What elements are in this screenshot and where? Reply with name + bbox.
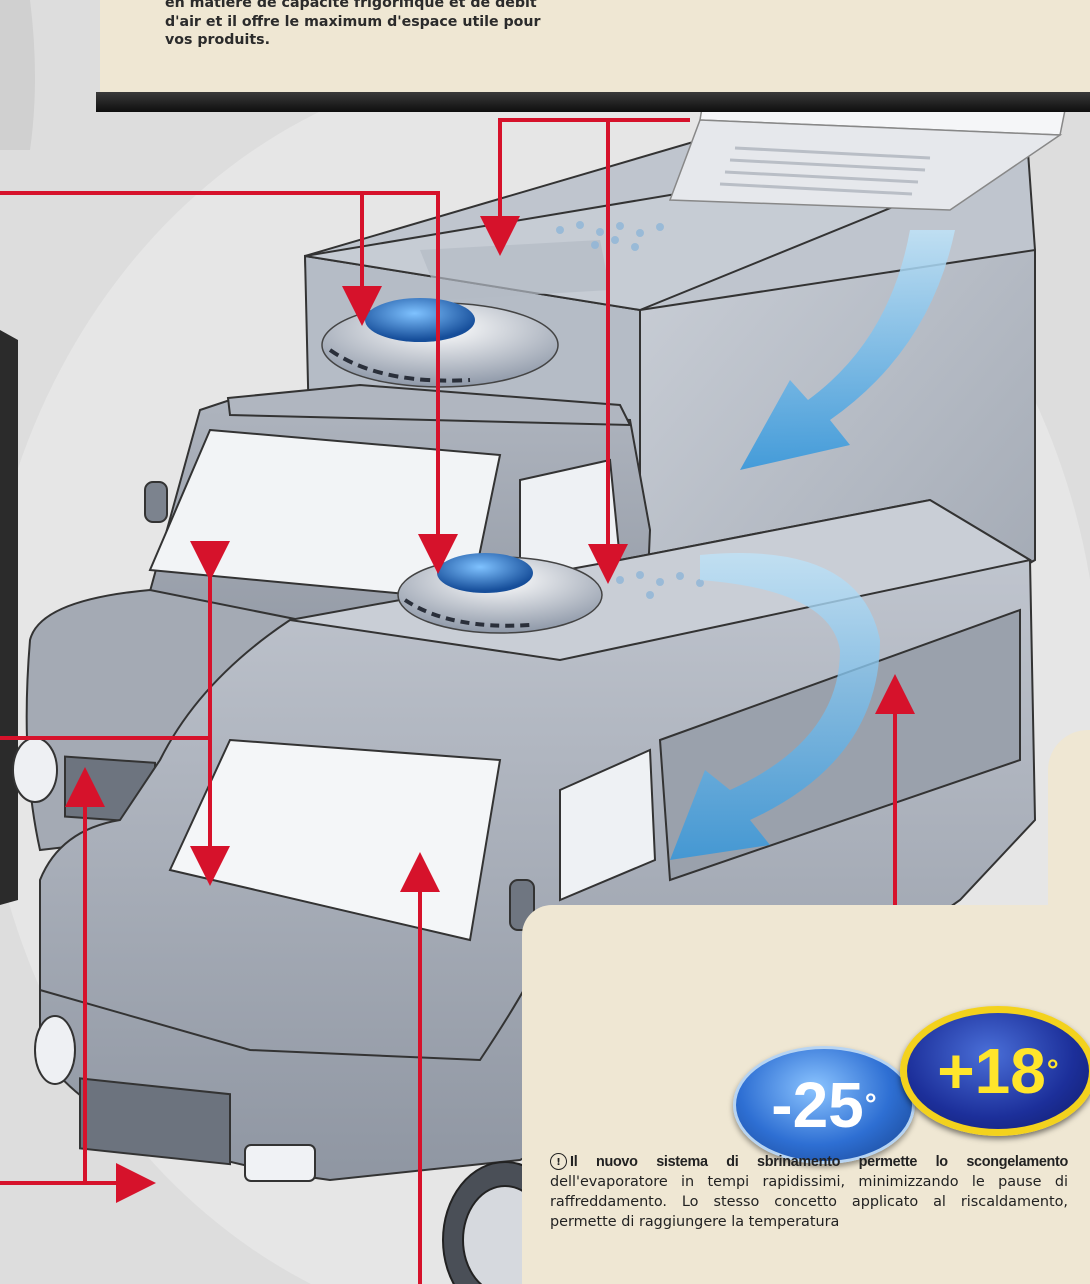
intro-text: en matière de capacité frigorifique et d…	[165, 0, 575, 50]
intro-line-1: en matière de capacité frigorifique et d…	[165, 0, 537, 11]
note-panel-tab	[1048, 730, 1090, 930]
cold-temperature-value: -25	[771, 1069, 864, 1141]
warning-circle-icon: !	[550, 1153, 567, 1170]
header-divider-bar	[96, 92, 1090, 112]
defrost-note: !Il nuovo sistema di sbrinamento permett…	[550, 1152, 1068, 1232]
van-roof-unit	[397, 553, 603, 634]
hot-temperature-value: +18	[937, 1035, 1046, 1107]
intro-line-3: vos produits.	[165, 32, 271, 48]
intro-line-2: d'air et il offre le maximum d'espace ut…	[165, 13, 541, 30]
temperature-badge-cold: -25°	[733, 1046, 915, 1164]
degree-symbol: °	[864, 1088, 877, 1121]
intro-panel-right	[720, 0, 1090, 92]
temperature-badge-hot: +18°	[900, 1006, 1090, 1136]
note-lead: Il nuovo sistema di sbrinamento permette…	[570, 1154, 1068, 1170]
degree-symbol: °	[1046, 1054, 1059, 1087]
note-body: dell'evaporatore in tempi rapidissimi, m…	[550, 1174, 1068, 1230]
